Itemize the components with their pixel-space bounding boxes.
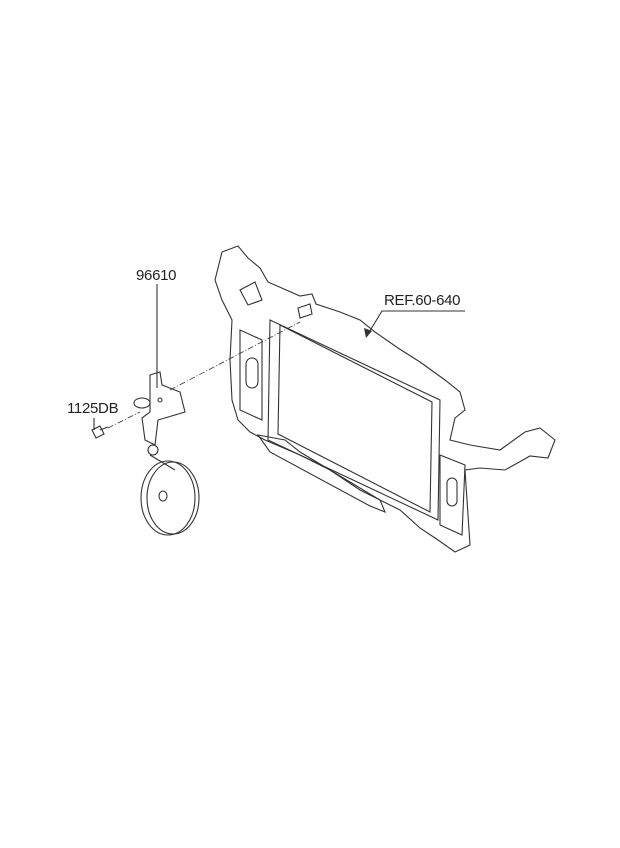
ref-arrow-icon bbox=[364, 328, 372, 338]
ref-label: REF.60-640 bbox=[384, 292, 461, 309]
ref-leader-line bbox=[367, 310, 465, 335]
horn-bracket bbox=[133, 371, 186, 446]
horn-part-label: 96610 bbox=[136, 267, 177, 284]
assembly-dashed-line bbox=[169, 321, 301, 391]
radiator-support-frame bbox=[214, 245, 556, 553]
bolt bbox=[91, 425, 109, 439]
bolt-dashed-line bbox=[107, 411, 141, 429]
bolt-part-label: 1125DB bbox=[67, 400, 119, 417]
horn bbox=[140, 444, 200, 536]
